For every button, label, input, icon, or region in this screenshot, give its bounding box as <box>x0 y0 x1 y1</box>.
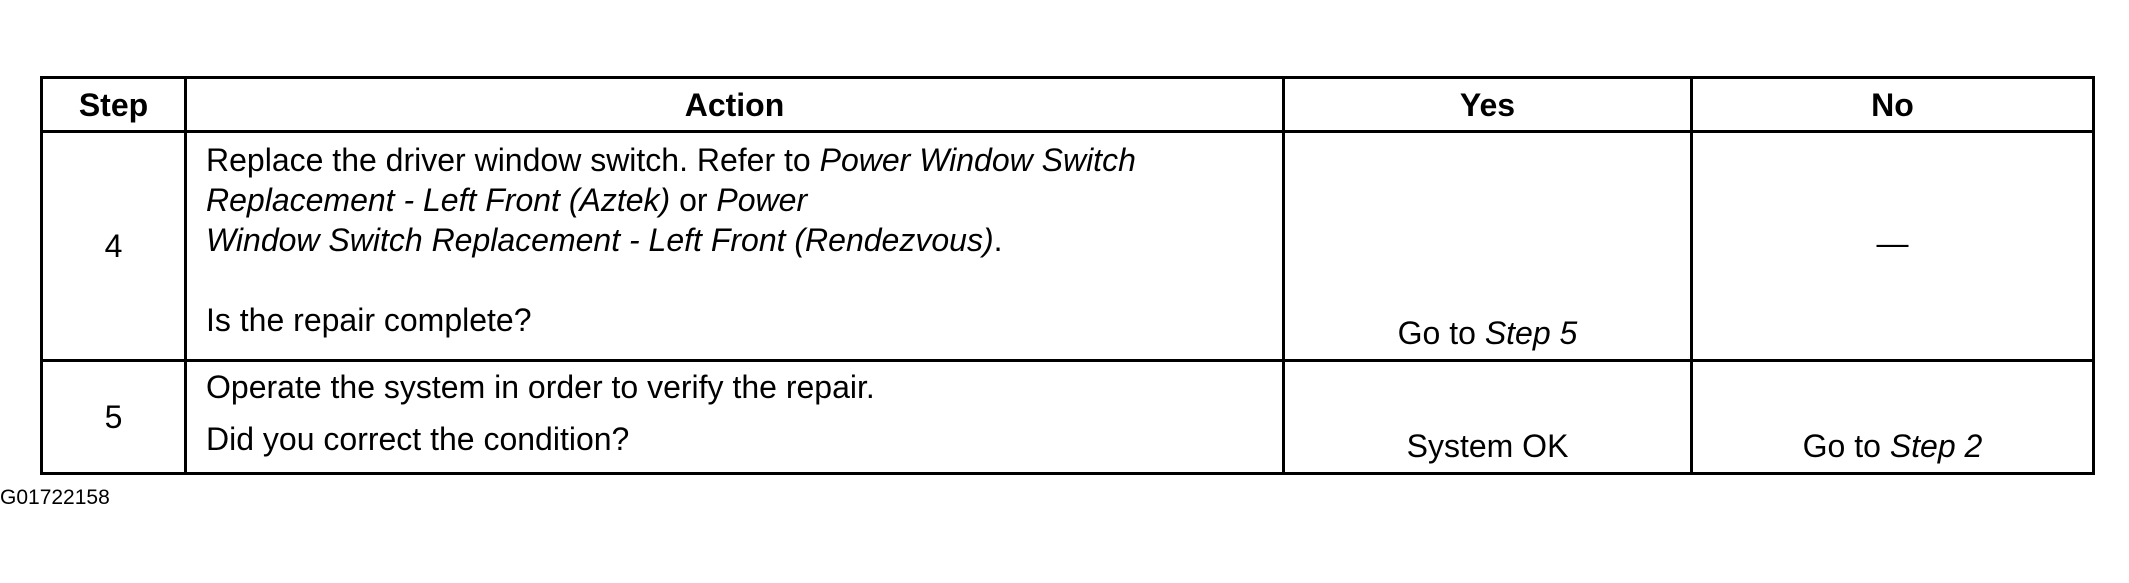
figure-id: G01722158 <box>0 486 110 509</box>
action-question: Is the repair complete? <box>206 302 532 338</box>
header-action: Action <box>184 76 1285 133</box>
action-line: Window Switch Replacement - Left Front (… <box>206 220 1260 260</box>
reference-link[interactable]: Power <box>716 182 808 218</box>
reference-link[interactable]: Power Window Switch <box>819 142 1136 178</box>
diagnostic-table: Step Action Yes No 4 Replace the driver … <box>40 76 2095 475</box>
table-row: 4 Replace the driver window switch. Refe… <box>40 130 2095 362</box>
yes-cell: System OK <box>1282 359 1693 475</box>
header-step: Step <box>40 76 187 133</box>
action-cell: Operate the system in order to verify th… <box>184 359 1285 475</box>
action-line: Replacement - Left Front (Aztek) or Powe… <box>206 180 1260 220</box>
action-cell: Replace the driver window switch. Refer … <box>184 130 1285 362</box>
step-number: 5 <box>40 359 187 475</box>
header-no: No <box>1690 76 2095 133</box>
header-yes: Yes <box>1282 76 1693 133</box>
action-text: . <box>993 222 1003 258</box>
step-link[interactable]: Step 2 <box>1889 428 1983 464</box>
reference-link[interactable]: Replacement - Left Front (Aztek) <box>206 182 671 218</box>
yes-cell: Go to Step 5 <box>1282 130 1693 362</box>
step-number: 4 <box>40 130 187 362</box>
step-link[interactable]: Step 5 <box>1484 315 1578 351</box>
action-question: Did you correct the condition? <box>206 421 630 457</box>
action-text: or <box>670 182 717 218</box>
action-text: Replace the driver window switch. Refer … <box>206 142 820 178</box>
no-text: Go to <box>1802 428 1890 464</box>
table-row: 5 Operate the system in order to verify … <box>40 359 2095 475</box>
reference-link[interactable]: Window Switch Replacement - Left Front (… <box>206 222 994 258</box>
no-cell: — <box>1690 130 2095 362</box>
action-line: Replace the driver window switch. Refer … <box>206 140 1260 180</box>
table-header-row: Step Action Yes No <box>40 76 2095 133</box>
yes-text: Go to <box>1397 315 1485 351</box>
no-cell: Go to Step 2 <box>1690 359 2095 475</box>
action-line: Operate the system in order to verify th… <box>206 369 875 405</box>
